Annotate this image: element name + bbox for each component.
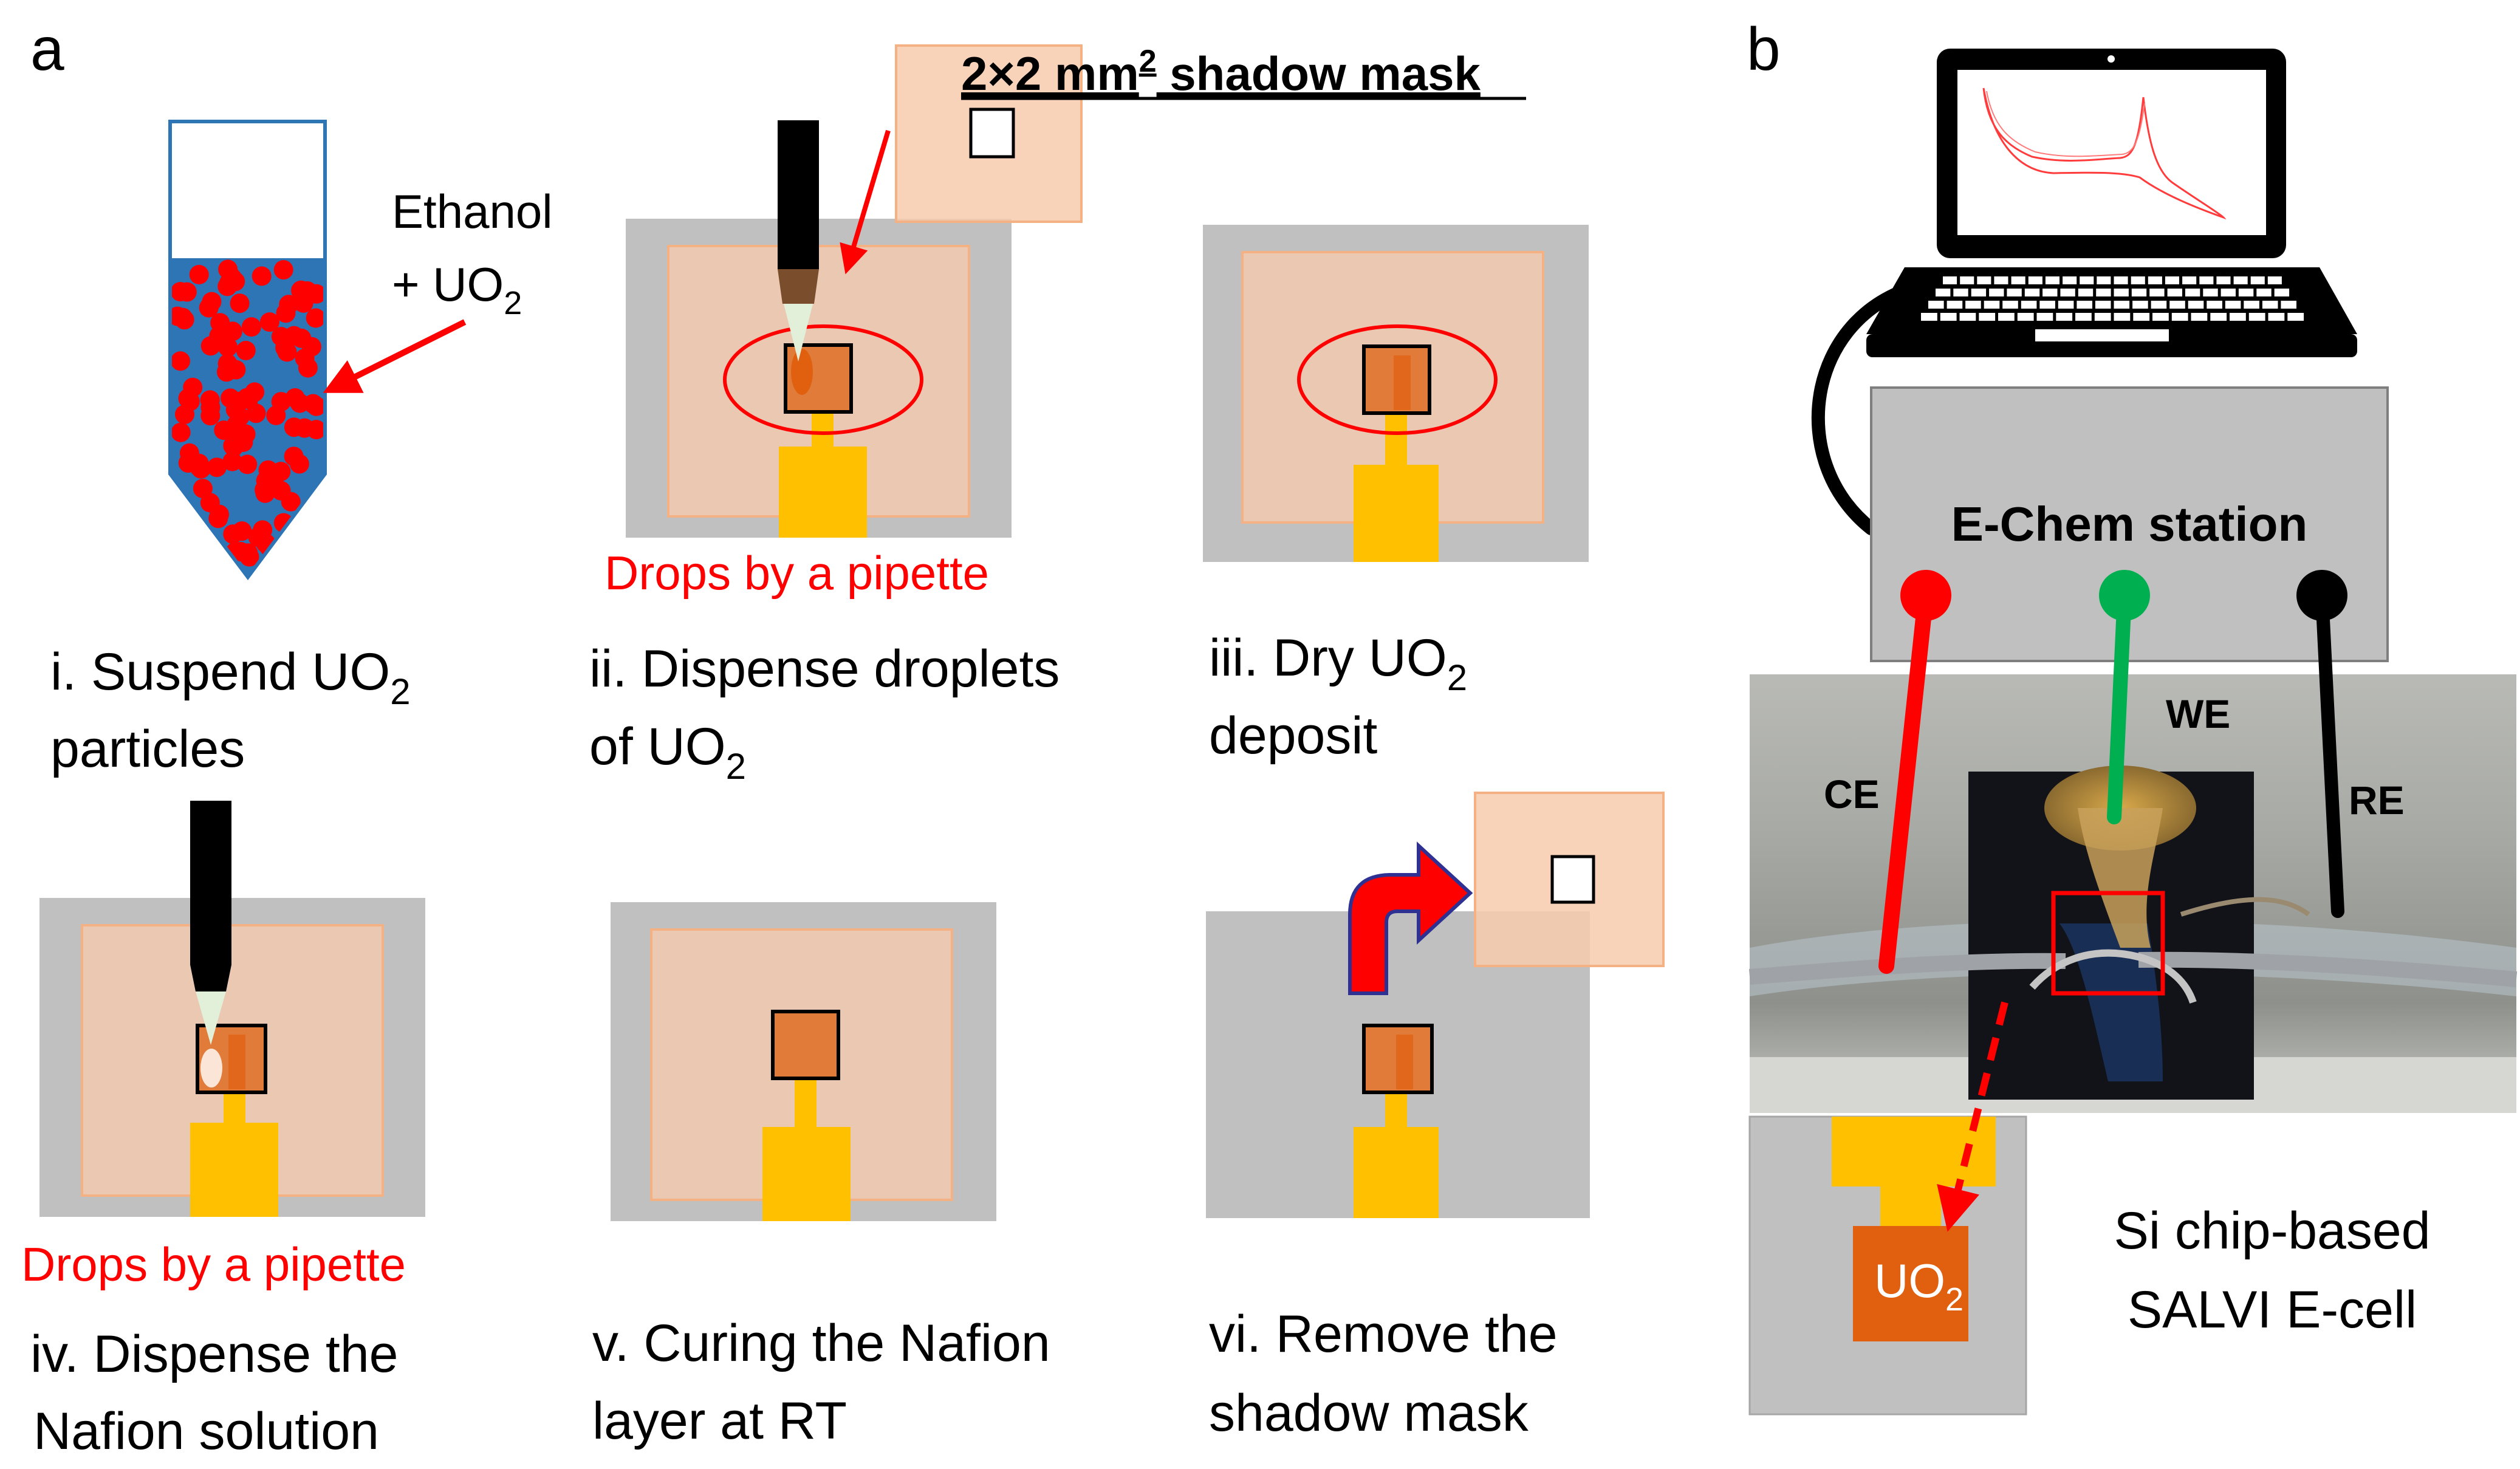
deposit-region-highlight	[1297, 324, 1498, 435]
we-label: WE	[2166, 691, 2230, 736]
droplet-region-highlight	[723, 324, 923, 435]
laptop-icon	[1866, 49, 2357, 357]
chip-caption-line1: Si chip-based	[2114, 1202, 2430, 1260]
step-6-caption-line2: shadow mask	[1209, 1384, 1529, 1442]
removed-shadow-mask	[1474, 792, 1665, 967]
step-4-caption-line1: iv. Dispense the	[30, 1325, 399, 1383]
pipette-label-1: Drops by a pipette	[604, 546, 989, 600]
we-lead	[2107, 588, 2132, 824]
ce-lead	[1878, 587, 1934, 974]
step-3-caption-line1: iii. Dry UO2	[1209, 629, 1467, 698]
ce-terminal	[1900, 570, 1951, 621]
zoom-arrow	[1937, 1001, 2008, 1232]
uo2-suspension-label: + UO2	[392, 258, 522, 321]
shadow-mask-label: 2×2 mm2 shadow mask	[961, 44, 1481, 100]
step-2-chip	[626, 120, 1012, 538]
uo2-particles	[170, 259, 325, 567]
mask-arrow	[840, 129, 891, 275]
step-3-chip	[1203, 225, 1589, 562]
panel-a-label: a	[30, 15, 64, 83]
shadow-mask	[895, 44, 1083, 223]
ce-label: CE	[1824, 772, 1880, 817]
step-5-caption-line1: v. Curing the Nafion	[592, 1314, 1050, 1372]
usb-cable	[1811, 279, 1926, 535]
remove-mask-arrow	[1348, 841, 1473, 995]
ethanol-label: Ethanol	[392, 185, 553, 238]
step-6-caption-line1: vi. Remove the	[1209, 1305, 1558, 1363]
cyclic-voltammogram	[1982, 87, 2227, 220]
we-terminal	[2099, 570, 2150, 621]
step-5-chip	[611, 902, 996, 1221]
chip-caption-line2: SALVI E-cell	[2128, 1281, 2417, 1339]
echem-station-label: E-Chem station	[1951, 497, 2308, 551]
re-lead	[2315, 589, 2344, 918]
laptop-keyboard	[1921, 276, 2304, 321]
step-1-caption-line1: i. Suspend UO2	[50, 643, 411, 712]
pipette-label-2: Drops by a pipette	[21, 1238, 406, 1291]
step-4-caption-line2: Nafion solution	[33, 1402, 379, 1460]
step-5-caption-line2: layer at RT	[592, 1392, 847, 1450]
re-label: RE	[2349, 778, 2405, 823]
chip-schematic: UO2	[1748, 1115, 2027, 1416]
centrifuge-tube	[168, 120, 327, 581]
e-cell-photo	[1748, 674, 2518, 1113]
particle-arrow	[323, 319, 467, 393]
step-2-caption-line2: of UO2	[589, 717, 746, 787]
step-1-caption-line2: particles	[50, 720, 245, 778]
step-3-caption-line2: deposit	[1209, 707, 1377, 765]
uo2-deposit-label: UO2	[1874, 1254, 1964, 1318]
step-2-caption-line1: ii. Dispense droplets	[589, 640, 1060, 698]
step-4-chip	[39, 801, 425, 1217]
panel-b-label: b	[1747, 15, 1781, 83]
re-terminal	[2296, 570, 2347, 621]
working-area-highlight	[2051, 891, 2165, 996]
